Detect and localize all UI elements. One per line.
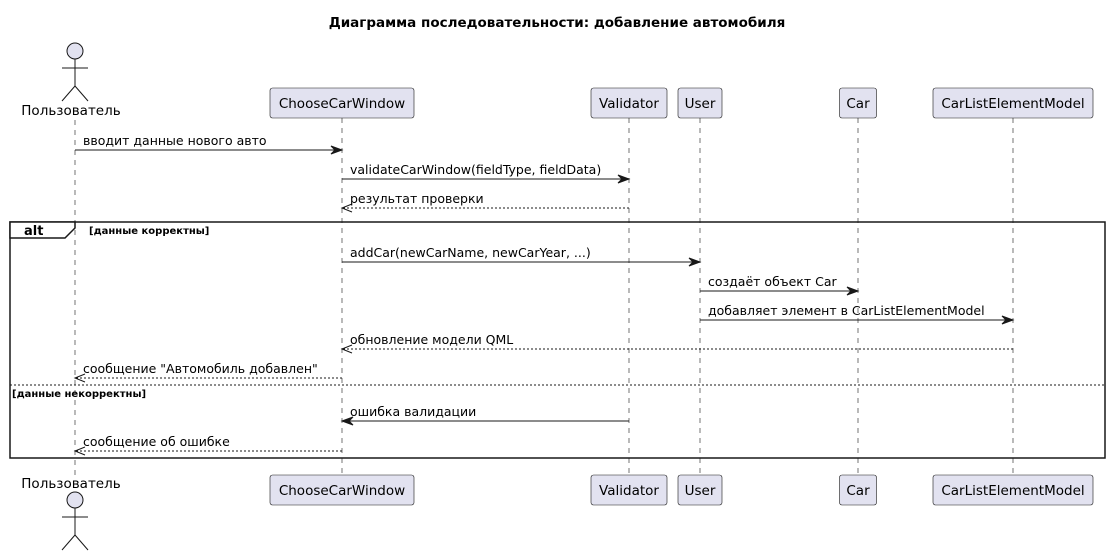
participant-car-bottom: Car — [839, 474, 877, 506]
arrowhead — [1001, 315, 1015, 325]
arrowhead — [340, 203, 353, 213]
message-label: создаёт объект Car — [708, 274, 837, 289]
participant-label: CarListElementModel — [941, 483, 1084, 499]
participant-label: User — [685, 483, 716, 499]
arrowhead — [330, 145, 344, 155]
actor-icon — [61, 42, 89, 102]
message-8: сообщение "Автомобиль добавлен" — [73, 361, 342, 383]
alt-fragment: alt [данные корректны] [данные некорректны… — [9, 221, 1106, 459]
message-label: вводит данные нового авто — [83, 133, 267, 148]
participant-usr-bottom: User — [677, 474, 723, 506]
participant-val-top: Validator — [590, 87, 668, 119]
arrowhead — [688, 257, 702, 267]
actor-bottom: Пользователь — [21, 476, 121, 551]
message-label: validateCarWindow(fieldType, fieldData) — [350, 162, 601, 177]
message-label: обновление модели QML — [350, 332, 513, 347]
actor-top: Пользователь — [21, 42, 121, 119]
participant-box — [932, 87, 1094, 119]
message-4: addCar(newCarName, newCarYear, ...) — [342, 245, 702, 267]
participant-box — [677, 87, 723, 119]
fragment-tag-box — [9, 221, 76, 239]
message-9: ошибка валидации — [340, 404, 629, 426]
message-1: вводит данные нового авто — [75, 133, 344, 155]
participant-box — [932, 474, 1094, 506]
message-3: результат проверки — [340, 191, 629, 213]
message-7: обновление модели QML — [340, 332, 1013, 354]
fragment-operator: alt — [24, 224, 43, 239]
arrowhead — [846, 286, 860, 296]
participant-clem-top: CarListElementModel — [932, 87, 1094, 119]
participant-box — [590, 87, 668, 119]
guard-condition-2: [данные некорректны] — [12, 389, 146, 400]
fragment-frame — [9, 221, 1106, 459]
participant-label: Car — [846, 483, 870, 499]
arrowhead — [617, 174, 631, 184]
participant-label: CarListElementModel — [941, 96, 1084, 112]
message-6: добавляет элемент в CarListElementModel — [700, 303, 1015, 325]
message-label: сообщение об ошибке — [83, 434, 230, 449]
message-label: ошибка валидации — [350, 404, 476, 419]
actor-icon — [61, 491, 89, 551]
message-label: addCar(newCarName, newCarYear, ...) — [350, 245, 591, 260]
participant-box — [839, 87, 877, 119]
participant-box — [839, 474, 877, 506]
actor-label: Пользователь — [21, 476, 120, 492]
participant-ccw-bottom: ChooseCarWindow — [269, 474, 415, 506]
diagram-title: Диаграмма последовательности: добавление… — [329, 15, 786, 31]
participant-label: ChooseCarWindow — [279, 483, 405, 499]
message-label: сообщение "Автомобиль добавлен" — [83, 361, 318, 376]
participant-label: Car — [846, 96, 870, 112]
participant-label: ChooseCarWindow — [279, 96, 405, 112]
messages: вводит данные нового авто validateCarWind… — [73, 133, 1015, 456]
message-5: создаёт объект Car — [700, 274, 860, 296]
message-label: результат проверки — [350, 191, 484, 206]
participant-box — [677, 474, 723, 506]
participant-box — [269, 474, 415, 506]
arrowhead — [73, 446, 86, 456]
guard-condition-1: [данные корректны] — [89, 226, 209, 237]
participant-car-top: Car — [839, 87, 877, 119]
participant-val-bottom: Validator — [590, 474, 668, 506]
participant-box — [269, 87, 415, 119]
participant-clem-bottom: CarListElementModel — [932, 474, 1094, 506]
participants: ПользовательПользовательChooseCarWindowC… — [21, 42, 1094, 551]
participant-box — [590, 474, 668, 506]
participant-label: User — [685, 96, 716, 112]
arrowhead — [340, 416, 354, 426]
arrowhead — [73, 373, 86, 383]
actor-label: Пользователь — [21, 103, 120, 119]
participant-usr-top: User — [677, 87, 723, 119]
arrowhead — [340, 344, 353, 354]
message-label: добавляет элемент в CarListElementModel — [708, 303, 985, 318]
participant-label: Validator — [599, 483, 659, 499]
participant-ccw-top: ChooseCarWindow — [269, 87, 415, 119]
participant-label: Validator — [599, 96, 659, 112]
message-10: сообщение об ошибке — [73, 434, 342, 456]
message-2: validateCarWindow(fieldType, fieldData) — [342, 162, 631, 184]
